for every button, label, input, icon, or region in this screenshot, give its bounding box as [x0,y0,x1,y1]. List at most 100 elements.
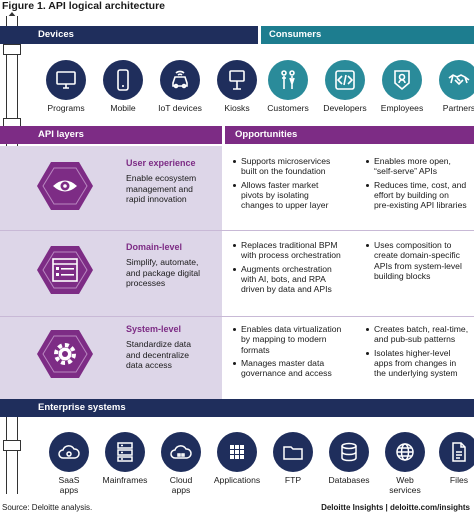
consumer-label: Customers [267,103,309,113]
layer-desc-line: and package digital [126,267,201,278]
cloud-apps-icon [161,432,201,472]
layer-desc-line: Standardize data [126,339,191,349]
pipe-arrow-icon [7,12,17,18]
mobile-phone-icon [103,60,143,100]
consumers-row: Customers Developers Employees Partners [266,60,474,113]
device-label: Kiosks [224,103,250,113]
folder-icon [273,432,313,472]
opportunity-bullet: Creates batch, real-time,and pub-sub pat… [366,324,474,345]
footer-credit: Deloitte Insights | deloitte.com/insight… [321,503,470,512]
device-item: Mobile [103,60,143,113]
device-label: IoT devices [158,103,202,113]
enterprise-systems-header: Enterprise systems [0,399,474,417]
enterprise-label: FTP [284,475,302,485]
consumer-item: Customers [266,60,310,113]
enterprise-item: FTP [268,432,318,495]
consumer-label: Developers [323,103,367,113]
handshake-icon [439,60,474,100]
layer-desc-line: data access [126,360,172,370]
consumer-item: Partners [437,60,474,113]
layer-title: User experience [126,158,196,168]
enterprise-item: Files [434,432,474,495]
layer-desc: Enable ecosystem management and rapid in… [126,173,196,205]
car-icon [160,60,200,100]
consumer-item: Developers [323,60,367,113]
layer-desc: Standardize data and decentralize data a… [126,339,191,371]
footer-source: Source: Deloitte analysis. [2,503,93,512]
layer-desc-line: Enable ecosystem [126,173,197,183]
layer-desc-line: management and [126,183,193,194]
enterprise-label: Mainframes [102,475,148,485]
layer-panel-system-level [0,318,222,406]
enterprise-item: Applications [210,432,264,495]
server-icon [105,432,145,472]
layer-separator [0,230,474,231]
api-layers-header: API layers [0,126,222,144]
layer-desc-line: Simplify, automate, [126,257,199,267]
figure-title: Figure 1. API logical architecture [2,0,165,12]
opportunities-header: Opportunities [225,126,474,144]
layer-desc: Simplify, automate, and package digital … [126,257,200,289]
consumers-header: Consumers [261,26,474,44]
consumer-item: Employees [380,60,424,113]
code-icon [325,60,365,100]
consumer-label: Partners [442,103,474,113]
monitor-icon [46,60,86,100]
devices-header: Devices [0,26,258,44]
pipe-joint [3,44,21,55]
database-icon [329,432,369,472]
people-icon [268,60,308,100]
enterprise-label: Databases [328,475,370,485]
layer-desc-line: and decentralize [126,349,190,360]
enterprise-label: Applications [213,475,261,485]
gear-icon [37,330,93,378]
device-item: Programs [46,60,86,113]
kiosk-icon [217,60,257,100]
opportunity-col: Enables more open,“self-serve” APIs Redu… [366,156,474,213]
layer-title: System-level [126,324,182,334]
enterprise-item: Mainframes [98,432,152,495]
enterprise-label: Files [449,475,469,485]
opportunity-bullet: Enables more open,“self-serve” APIs [366,156,474,177]
enterprise-item: Databases [322,432,376,495]
device-label: Programs [47,103,85,113]
layer-title: Domain-level [126,242,183,252]
layer-panel-domain-level [0,232,222,320]
device-item: IoT devices [158,60,202,113]
layer-panel-user-experience [0,146,222,234]
window-list-icon [37,246,93,294]
cloud-gear-icon [49,432,89,472]
device-item: Kiosks [217,60,257,113]
eye-icon [37,162,93,210]
layer-desc-line: rapid innovation [126,194,187,204]
grid-icon [217,432,257,472]
globe-icon [385,432,425,472]
badge-icon [382,60,422,100]
file-icon [439,432,474,472]
layer-desc-line: processes [126,278,166,288]
pipe-joint [3,440,21,451]
device-label: Mobile [110,103,136,113]
opportunity-col: Creates batch, real-time,and pub-sub pat… [366,324,474,381]
layer-separator [0,316,474,317]
